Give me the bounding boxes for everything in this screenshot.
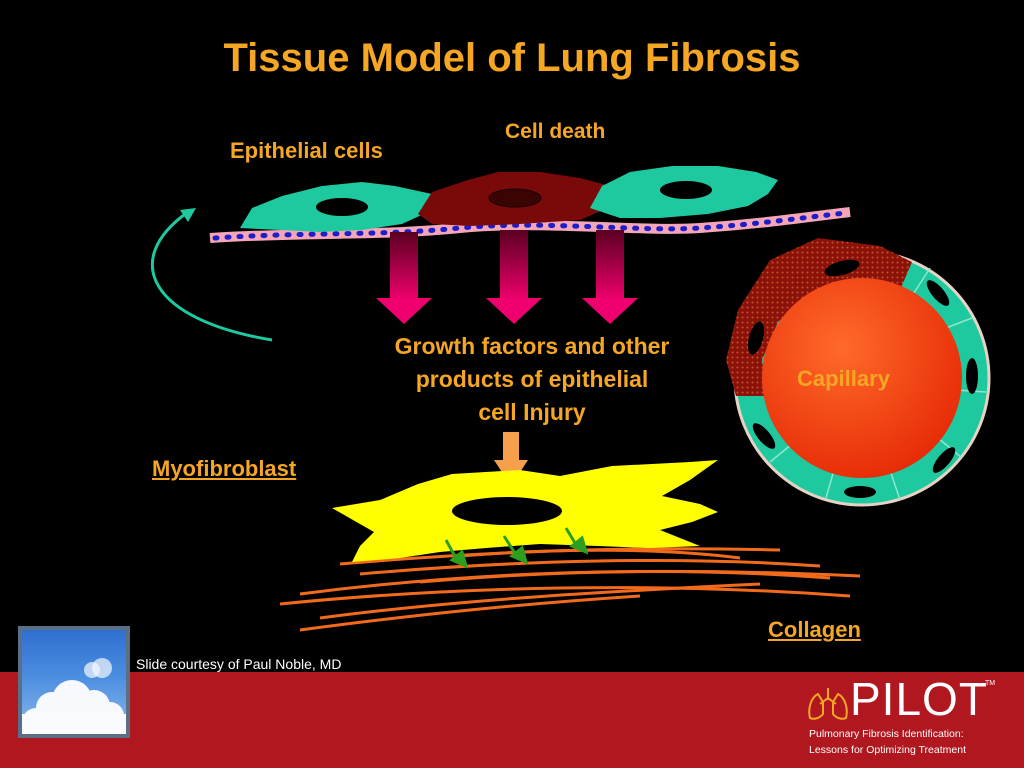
slide-title: Tissue Model of Lung Fibrosis: [223, 36, 801, 80]
pilot-logo: PILOT: [850, 673, 988, 725]
epithelial-cell-left: [240, 182, 432, 232]
epithelial-cells-label: Epithelial cells: [230, 138, 383, 163]
growth-factor-arrow-2: [486, 230, 542, 324]
trademark-mark: TM: [985, 680, 996, 687]
capillary-label: Capillary: [797, 366, 890, 391]
myofibroblast-cell: [332, 460, 718, 562]
epithelial-cell-right: [590, 166, 778, 218]
footer-band: [0, 672, 1024, 768]
lungs-icon: [808, 688, 848, 720]
secretion-arrows: [444, 527, 589, 569]
feedback-arrow: [150, 208, 273, 342]
capillary-vessel: [726, 238, 991, 507]
growth-factor-arrow-1: [376, 232, 432, 324]
tagline-line-2: Lessons for Optimizing Treatment: [809, 744, 966, 756]
tagline-line-1: Pulmonary Fibrosis Identification:: [809, 728, 964, 740]
cloud-icon: [22, 658, 126, 734]
growth-factor-arrow-3: [582, 230, 638, 324]
sky-photo: [18, 626, 130, 738]
basement-membrane: [209, 207, 851, 243]
dead-cell: [418, 172, 610, 226]
growth-factors-label: Growth factors and other products of epi…: [394, 333, 670, 425]
cell-death-label: Cell death: [505, 120, 606, 143]
collagen-label: Collagen: [768, 617, 861, 642]
pilot-tagline: Pulmonary Fibrosis Identification: Lesso…: [809, 726, 1019, 758]
collagen-fibers: [279, 547, 861, 632]
slide-courtesy: Slide courtesy of Paul Noble, MD: [136, 656, 342, 672]
myofibroblast-label: Myofibroblast: [152, 456, 297, 481]
